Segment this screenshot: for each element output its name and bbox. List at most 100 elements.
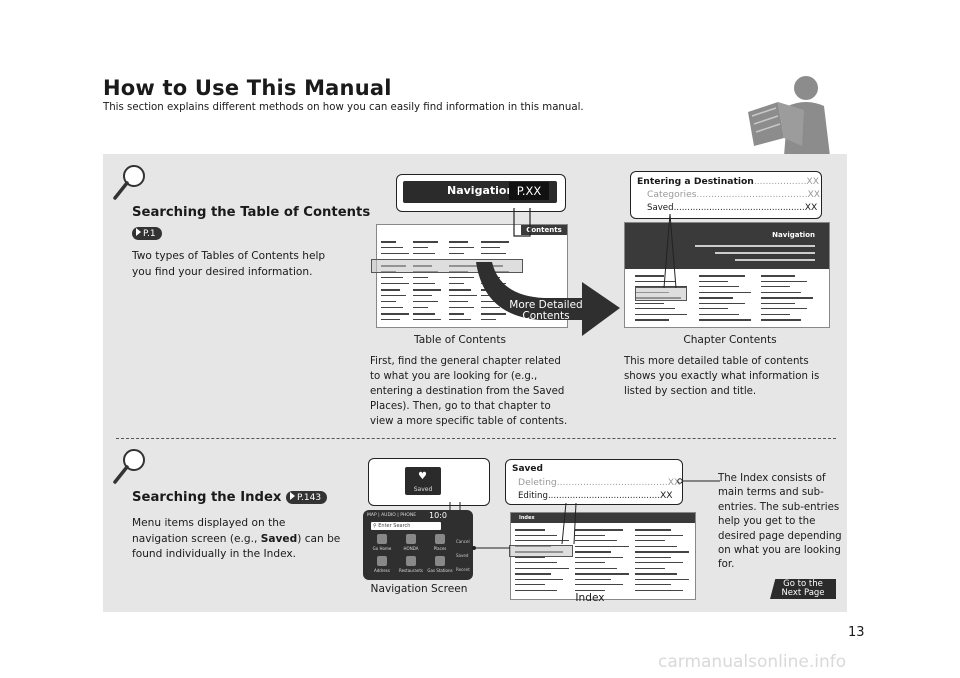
navigation-screen: MAP | AUDIO | PHONE 10:0 ⚲ Enter Search … bbox=[363, 510, 473, 580]
callout-connector bbox=[513, 208, 531, 237]
index-main-term: Saved bbox=[512, 464, 543, 474]
text-line-placeholder bbox=[635, 280, 675, 282]
nav-screen-caption: Navigation Screen bbox=[370, 583, 468, 595]
text-line-placeholder bbox=[381, 277, 403, 278]
index-note: The Index consists of main terms and sub… bbox=[718, 473, 842, 571]
nav-tile[interactable]: Address bbox=[369, 556, 395, 573]
text-line-placeholder bbox=[515, 562, 557, 563]
reader-silhouette-icon bbox=[748, 76, 830, 156]
toc-ref[interactable]: P.1 bbox=[132, 223, 162, 242]
text-line-placeholder bbox=[635, 319, 669, 321]
text-line-placeholder bbox=[635, 556, 671, 558]
chapter-entries-callout: Entering a Destination..................… bbox=[630, 171, 822, 219]
text-line-placeholder bbox=[635, 567, 665, 569]
nav-tab[interactable]: PHONE bbox=[400, 513, 417, 518]
text-line-placeholder bbox=[575, 556, 623, 558]
nav-callout-label: Navigation bbox=[447, 184, 515, 197]
text-line-placeholder bbox=[449, 253, 464, 254]
heart-icon: ♥ bbox=[418, 471, 427, 482]
text-line-placeholder bbox=[635, 313, 687, 315]
entry-row: Saved...................................… bbox=[647, 202, 818, 213]
text-line-placeholder bbox=[635, 286, 687, 287]
text-line-placeholder bbox=[515, 529, 545, 531]
section-divider bbox=[116, 438, 836, 439]
page-number: 13 bbox=[848, 625, 865, 640]
nav-tile[interactable]: Restaurants bbox=[398, 556, 424, 573]
more-detailed-arrow bbox=[476, 262, 620, 336]
watermark: carmanualsonline.info bbox=[658, 652, 847, 672]
toc-text-right: This more detailed table of contents sho… bbox=[624, 356, 820, 397]
nav-side-cancel[interactable]: Cancel bbox=[456, 539, 470, 544]
chapter-thumbnail: Navigation bbox=[624, 222, 830, 328]
arrow-label: More Detailed Contents bbox=[509, 299, 583, 322]
text-line-placeholder bbox=[413, 313, 435, 315]
nav-tile[interactable]: HONDA bbox=[398, 534, 424, 551]
text-line-placeholder bbox=[381, 241, 396, 243]
nav-tile[interactable]: Go Home bbox=[369, 534, 395, 551]
text-line-placeholder bbox=[449, 241, 468, 243]
index-header: Index bbox=[511, 513, 695, 523]
text-line-placeholder bbox=[575, 534, 605, 536]
text-line-placeholder bbox=[761, 308, 807, 309]
text-line-placeholder bbox=[575, 589, 605, 591]
text-line-placeholder bbox=[515, 578, 563, 580]
text-line-placeholder bbox=[413, 277, 428, 278]
text-line-placeholder bbox=[481, 253, 506, 254]
text-line-placeholder bbox=[449, 307, 474, 308]
text-line-placeholder bbox=[381, 313, 409, 315]
text-line-placeholder bbox=[515, 584, 545, 585]
text-line-placeholder bbox=[761, 297, 813, 299]
index-ref[interactable]: P.143 bbox=[286, 490, 328, 504]
text-line-placeholder bbox=[761, 280, 807, 282]
text-line-placeholder bbox=[381, 319, 400, 320]
text-line-placeholder bbox=[381, 307, 403, 308]
text-line-placeholder bbox=[413, 301, 438, 302]
text-line-placeholder bbox=[413, 295, 432, 296]
nav-tile[interactable]: Gas Stations bbox=[427, 556, 453, 573]
text-line-placeholder bbox=[575, 562, 605, 563]
text-line-placeholder bbox=[515, 534, 557, 536]
text-line-placeholder bbox=[699, 297, 733, 299]
text-line-placeholder bbox=[635, 302, 664, 304]
nav-tab[interactable]: MAP bbox=[367, 513, 377, 518]
page-title: How to Use This Manual bbox=[103, 76, 392, 100]
text-line-placeholder bbox=[575, 540, 617, 541]
nav-tile[interactable]: Places bbox=[427, 534, 453, 551]
text-line-placeholder bbox=[481, 247, 500, 248]
magnifier-icon bbox=[113, 449, 145, 484]
navigation-callout: Navigation P.XX bbox=[396, 174, 566, 212]
text-line-placeholder bbox=[575, 573, 629, 575]
text-line-placeholder bbox=[575, 551, 611, 553]
chapter-header: Navigation bbox=[772, 231, 815, 239]
text-line-placeholder bbox=[699, 286, 739, 287]
index-thumbnail: Index bbox=[509, 512, 696, 600]
index-entries-callout: Saved Deleting..........................… bbox=[505, 459, 683, 505]
text-line-placeholder bbox=[449, 277, 474, 278]
text-line-placeholder bbox=[575, 578, 611, 580]
index-caption: Index bbox=[575, 592, 605, 604]
index-description: Menu items displayed on the navigation s… bbox=[132, 517, 341, 560]
text-line-placeholder bbox=[635, 540, 665, 541]
text-line-placeholder bbox=[449, 319, 471, 320]
nav-tab[interactable]: AUDIO bbox=[381, 513, 396, 518]
text-line-placeholder bbox=[449, 313, 464, 315]
nav-search-input[interactable]: ⚲ Enter Search bbox=[371, 522, 441, 530]
text-line-placeholder bbox=[381, 253, 409, 254]
nav-side-saved[interactable]: Saved bbox=[456, 553, 469, 558]
text-line-placeholder bbox=[761, 275, 795, 277]
text-line-placeholder bbox=[761, 291, 801, 293]
arrow-ref-icon bbox=[136, 228, 141, 236]
text-line-placeholder bbox=[635, 534, 683, 536]
nav-side-recent[interactable]: Recent bbox=[456, 567, 470, 572]
text-line-placeholder bbox=[575, 584, 623, 585]
text-line-placeholder bbox=[413, 253, 435, 254]
index-sub-entry: Deleting................................… bbox=[518, 477, 681, 488]
text-line-placeholder bbox=[413, 289, 441, 291]
text-line-placeholder bbox=[515, 556, 545, 558]
text-line-placeholder bbox=[699, 275, 745, 277]
text-line-placeholder bbox=[413, 283, 435, 284]
next-page-button[interactable]: Go to the Next Page bbox=[770, 579, 836, 599]
text-line-placeholder bbox=[635, 545, 677, 547]
nav-callout-page: P.XX bbox=[509, 182, 549, 200]
text-line-placeholder bbox=[635, 589, 683, 591]
